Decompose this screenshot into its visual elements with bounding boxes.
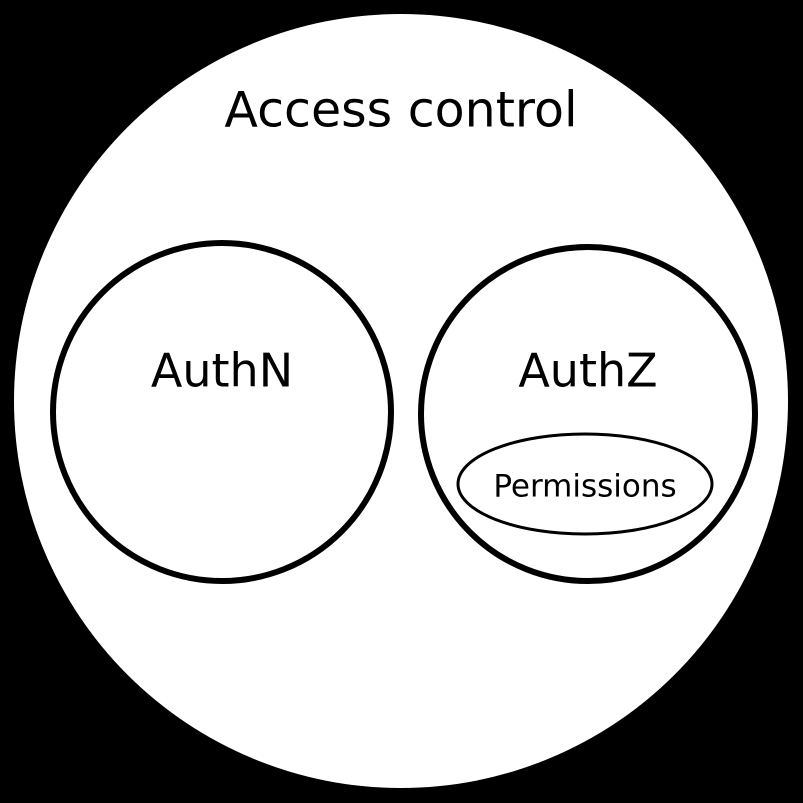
set-ellipse-permissions[interactable]	[456, 432, 714, 536]
label-permissions: Permissions	[493, 469, 676, 505]
set-circle-authn[interactable]	[50, 240, 394, 584]
label-authz: AuthZ	[518, 344, 657, 398]
label-authn: AuthN	[151, 344, 293, 398]
outer-circle-access-control[interactable]	[14, 14, 788, 788]
label-access-control: Access control	[224, 82, 577, 139]
